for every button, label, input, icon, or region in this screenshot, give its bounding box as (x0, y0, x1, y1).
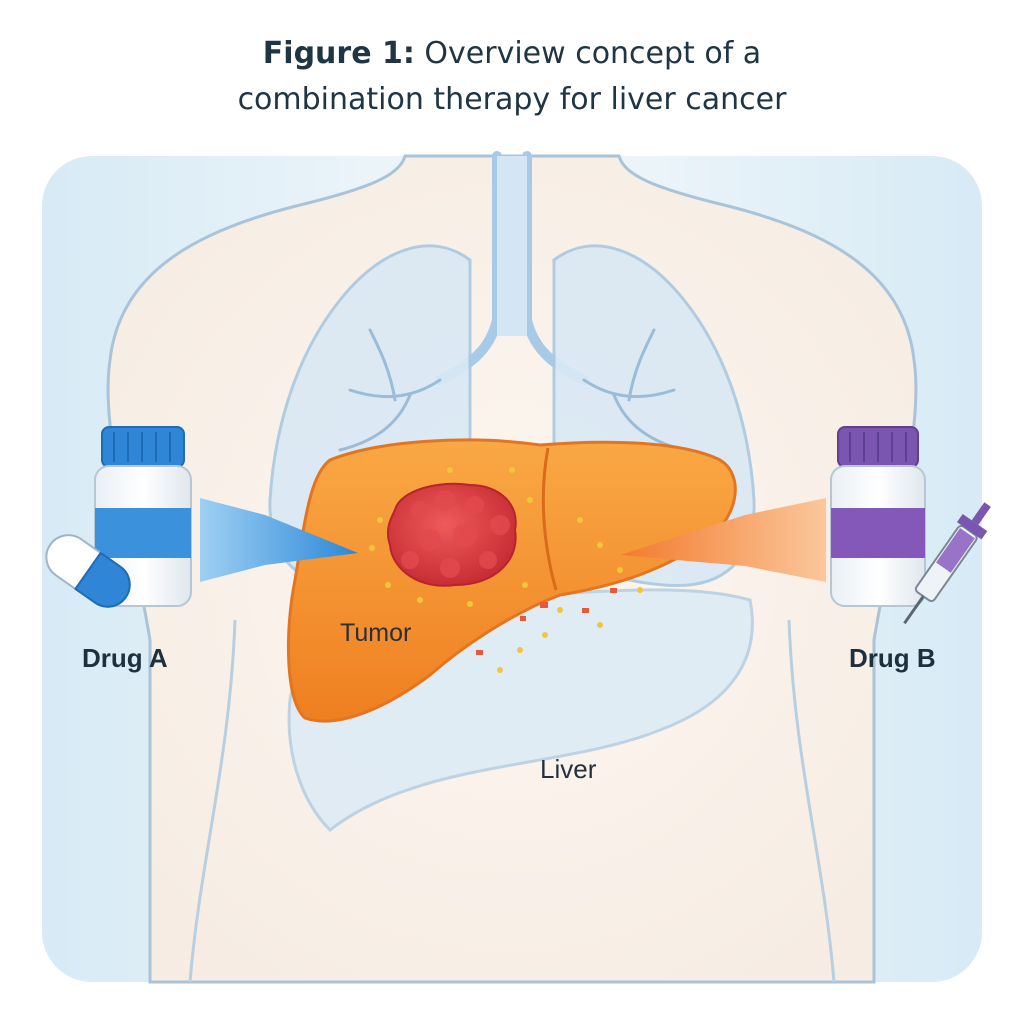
capsule-icon (45, 534, 131, 608)
arrow-right-icon (200, 498, 358, 582)
arm-line-right (787, 619, 836, 983)
drug-a-label: Drug A (82, 643, 168, 673)
liver-lobe-divider (541, 447, 558, 591)
liver-label: Liver (540, 754, 597, 784)
drug-b-bottle (830, 426, 926, 607)
figure-title-text: Overview concept of a (424, 36, 762, 71)
drug-particles (369, 467, 643, 673)
tumor-mass (386, 482, 517, 587)
bronchi (338, 328, 686, 452)
arrow-left-icon (620, 498, 826, 582)
figure-title-line-1: Figure 1: Overview concept of a (0, 32, 1024, 76)
tumor-label: Tumor (340, 619, 412, 647)
trachea-fill (497, 156, 527, 336)
figure-number: Figure 1: (262, 36, 415, 71)
syringe-icon (903, 502, 991, 625)
figure-title-line-2: combination therapy for liver cancer (237, 82, 787, 117)
drug-b-label: Drug B (849, 643, 936, 673)
arm-line-left (188, 619, 237, 983)
